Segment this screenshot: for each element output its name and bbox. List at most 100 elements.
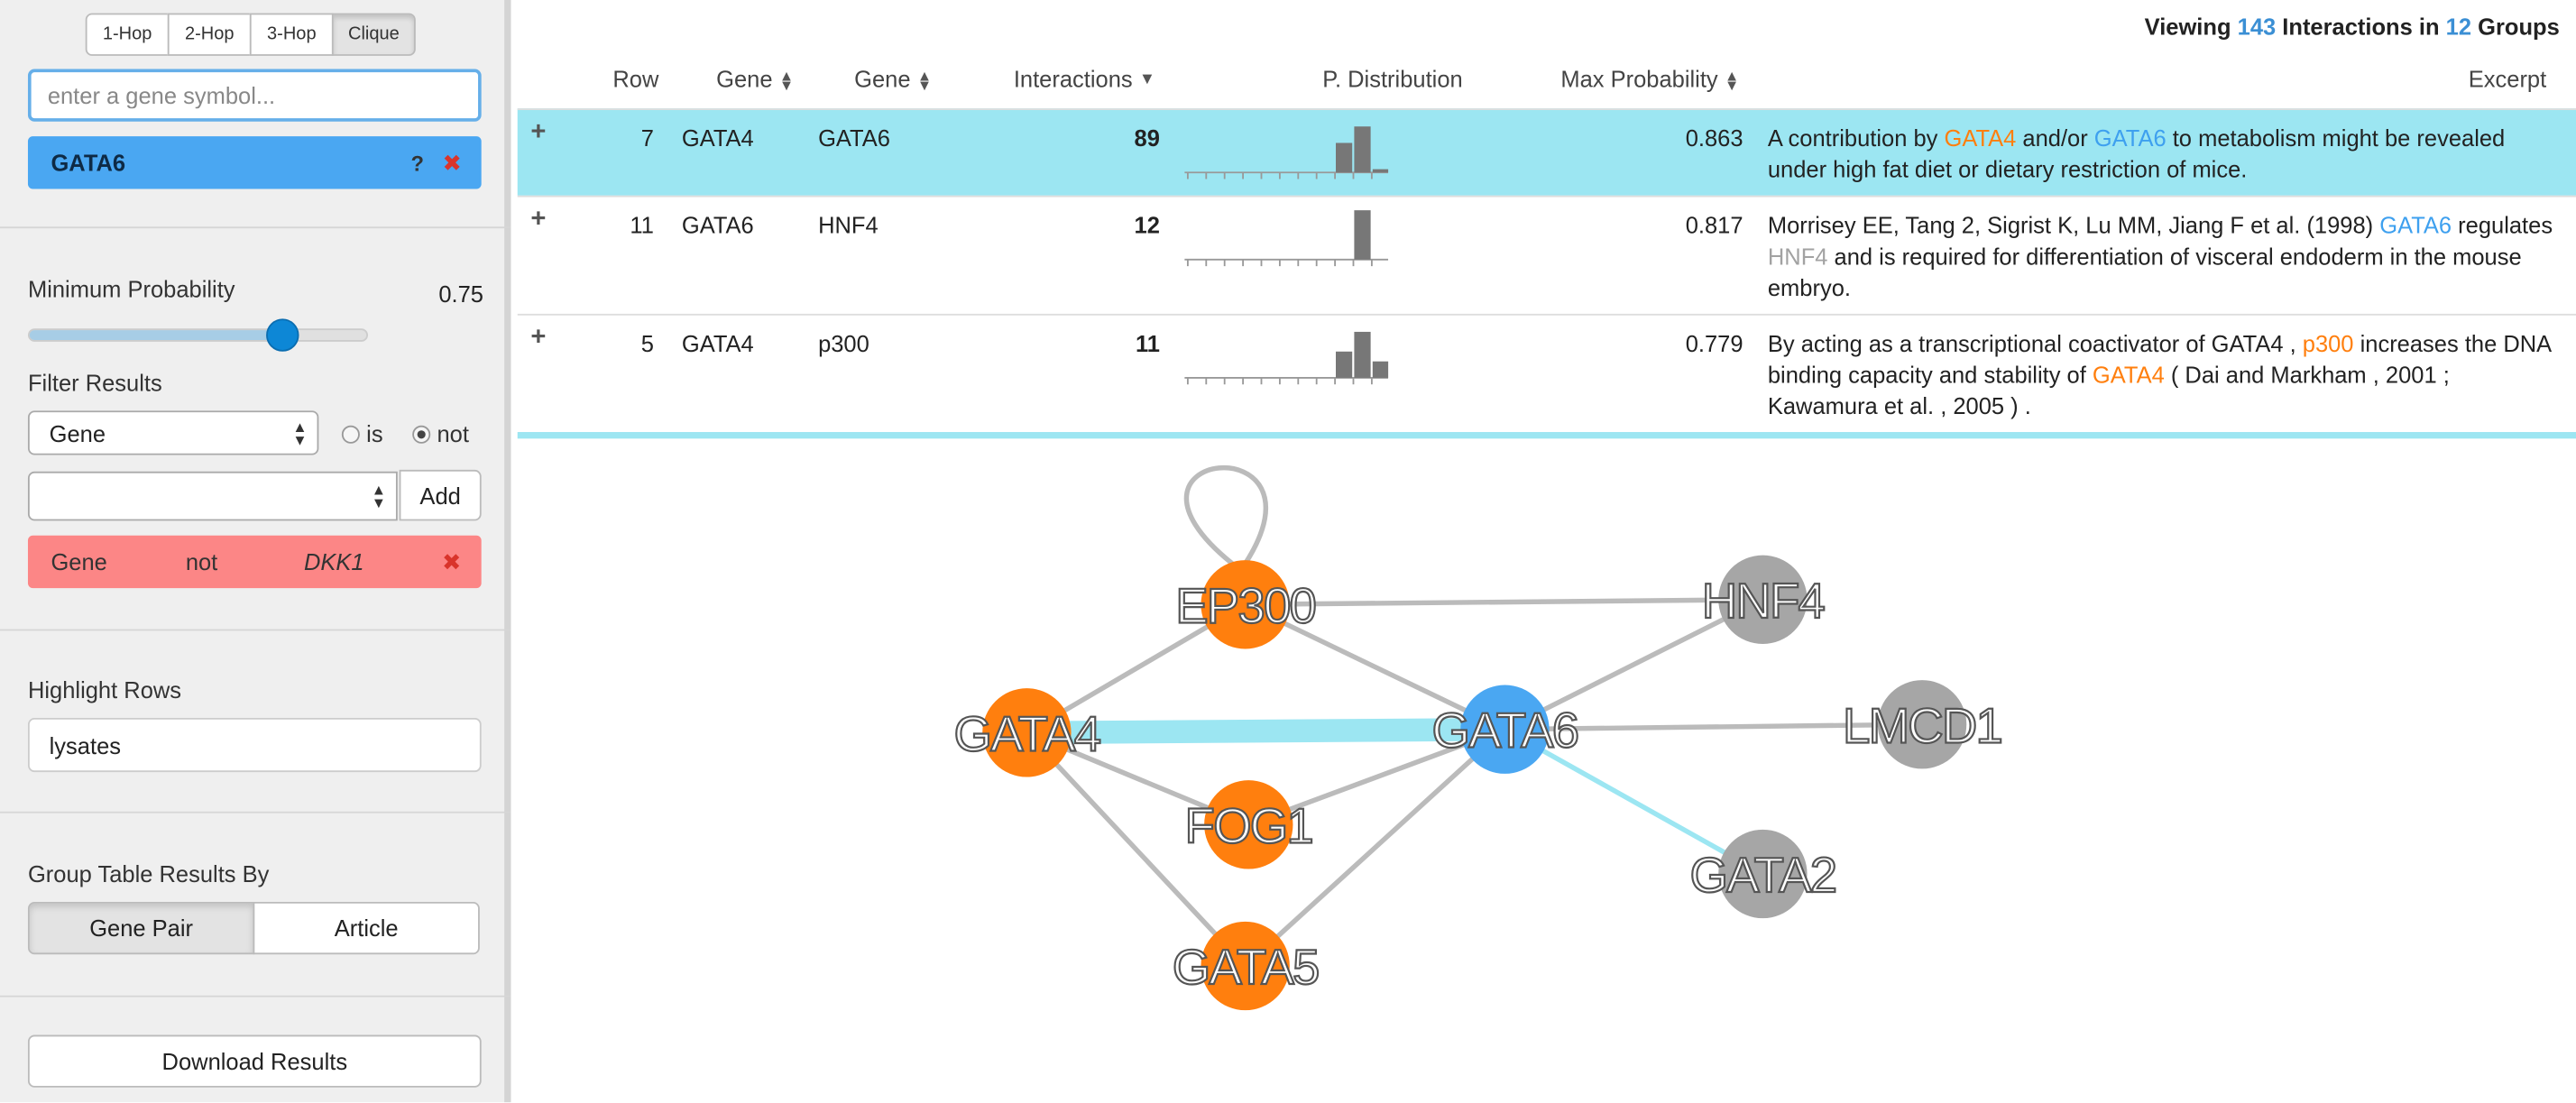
highlight-rows-value: lysates — [49, 731, 122, 758]
graph-node-gata4[interactable] — [982, 688, 1072, 777]
gene-search-input[interactable] — [27, 69, 482, 122]
selected-gene-chip: GATA6 ? ✖ — [27, 136, 482, 189]
expand-row-icon[interactable]: + — [530, 323, 547, 352]
excerpt-text: ( Dai and Markham , 2001 ; Kawamura et a… — [1767, 361, 2450, 419]
graph-edge[interactable] — [1244, 602, 1506, 732]
results-summary: Viewing 143 Interactions in 12 Groups — [2145, 14, 2560, 40]
gene1-cell: GATA4 — [681, 124, 754, 152]
graph-node-label: GATA5 — [1173, 940, 1319, 995]
graph-node-gata6[interactable] — [1460, 685, 1550, 774]
graph-node-label: EP300 — [1175, 578, 1315, 633]
filter-results-label: Filter Results — [27, 369, 162, 396]
highlight-section — [0, 630, 511, 813]
gene2-cell: HNF4 — [818, 211, 879, 239]
col-row[interactable]: Row — [612, 65, 659, 93]
excerpt-gene-mention: GATA6 — [2093, 124, 2167, 152]
excerpt-gene-mention: GATA6 — [2379, 211, 2452, 239]
excerpt-cell: By acting as a transcriptional coactivat… — [1768, 328, 2556, 422]
remove-filter-icon[interactable]: ✖ — [441, 548, 462, 575]
excerpt-text: and/or — [2016, 124, 2094, 152]
histogram-bar — [1372, 361, 1389, 378]
max-probability-cell: 0.779 — [1685, 330, 1743, 357]
active-filter-op: not — [185, 548, 218, 575]
excerpt-text: increases the DNA binding capacity and s… — [1767, 330, 2551, 388]
active-filter-chip: Gene not DKK1 ✖ — [27, 535, 482, 589]
group-by-article-button[interactable]: Article — [253, 901, 480, 955]
selected-gene-label: GATA6 — [51, 149, 126, 176]
expand-row-icon[interactable]: + — [530, 118, 547, 147]
graph-edge[interactable] — [1025, 731, 1247, 968]
graph-edge[interactable] — [1504, 722, 1923, 732]
help-icon[interactable]: ? — [410, 150, 424, 175]
group-by-gene-pair-button[interactable]: Gene Pair — [27, 901, 255, 955]
hop-3-button[interactable]: 3-Hop — [249, 13, 334, 56]
graph-node-label: HNF4 — [1702, 574, 1825, 629]
min-probability-label: Minimum Probability — [27, 276, 235, 303]
graph-edge[interactable] — [1245, 597, 1763, 608]
col-interactions[interactable]: Interactions▼ — [1013, 65, 1155, 93]
sort-icon: ▲▼ — [1724, 68, 1740, 95]
active-filter-value: DKK1 — [303, 548, 364, 575]
graph-node-hnf4[interactable] — [1718, 555, 1808, 645]
excerpt-text: By acting as a transcriptional coactivat… — [1767, 330, 2303, 357]
expand-row-icon[interactable]: + — [530, 205, 547, 234]
group-by-label: Group Table Results By — [27, 860, 270, 887]
interactions-cell: 12 — [1134, 211, 1160, 239]
hop-1-button[interactable]: 1-Hop — [85, 13, 170, 56]
graph-node-gata2[interactable] — [1718, 829, 1808, 919]
graph-node-label: GATA2 — [1689, 848, 1835, 903]
radio-not[interactable] — [412, 425, 431, 444]
gene1-cell: GATA4 — [681, 330, 754, 357]
graph-edge[interactable] — [1183, 464, 1269, 565]
clique-button[interactable]: Clique — [331, 13, 416, 56]
radio-is[interactable] — [341, 425, 360, 444]
graph-edge[interactable] — [1247, 727, 1506, 827]
probability-histogram — [1184, 210, 1389, 267]
download-results-button[interactable]: Download Results — [27, 1034, 482, 1088]
active-filter-field: Gene — [51, 548, 107, 575]
graph-node-lmcd1[interactable] — [1877, 680, 1967, 769]
histogram-bar — [1336, 351, 1353, 378]
highlight-rows-input[interactable]: lysates — [27, 717, 482, 773]
sidebar: 1-Hop 2-Hop 3-Hop Clique GATA6 ? ✖ Minim… — [0, 0, 511, 1103]
excerpt-gene-mention: GATA4 — [2092, 361, 2165, 388]
interactions-cell: 89 — [1134, 124, 1160, 152]
filter-field-value: Gene — [49, 419, 106, 446]
col-gene2[interactable]: Gene▲▼ — [854, 65, 933, 95]
col-max-probability[interactable]: Max Probability▲▼ — [1560, 65, 1740, 95]
remove-gene-icon[interactable]: ✖ — [442, 148, 462, 175]
interactions-cell: 11 — [1135, 330, 1160, 357]
excerpt-cell: A contribution by GATA4 and/or GATA6 to … — [1768, 124, 2556, 186]
excerpt-gene-mention: HNF4 — [1767, 243, 1828, 270]
main-panel: Viewing 143 Interactions in 12 Groups Ro… — [517, 0, 2576, 1102]
group-by-section — [0, 813, 511, 997]
highlight-rows-label: Highlight Rows — [27, 676, 182, 703]
filter-field-select[interactable]: Gene ▲▼ — [27, 410, 319, 455]
excerpt-text: regulates — [2452, 211, 2553, 239]
gene-query-section: 1-Hop 2-Hop 3-Hop Clique GATA6 ? ✖ — [0, 0, 511, 229]
hop-2-button[interactable]: 2-Hop — [167, 13, 252, 56]
add-filter-button[interactable]: Add — [399, 469, 482, 521]
graph-node-ep300[interactable] — [1201, 560, 1290, 649]
gene2-cell: GATA6 — [818, 124, 890, 152]
max-probability-cell: 0.817 — [1685, 211, 1743, 239]
col-gene1[interactable]: Gene▲▼ — [716, 65, 795, 95]
excerpt-text: A contribution by — [1767, 124, 1945, 152]
excerpt-text: and is required for differentiation of v… — [1767, 243, 2522, 301]
filter-value-select[interactable]: ▲▼ — [27, 471, 398, 521]
min-probability-slider[interactable] — [27, 318, 369, 352]
slider-handle[interactable] — [265, 318, 299, 352]
graph-edge[interactable] — [1504, 597, 1764, 732]
hop-mode-toggle: 1-Hop 2-Hop 3-Hop Clique — [85, 13, 416, 56]
summary-middle: Interactions in — [2282, 13, 2440, 40]
graph-edge[interactable] — [1504, 727, 1764, 877]
graph-node-fog1[interactable] — [1204, 780, 1293, 869]
graph-node-gata5[interactable] — [1201, 921, 1290, 1011]
graph-edge[interactable] — [1243, 727, 1507, 969]
max-probability-cell: 0.863 — [1685, 124, 1743, 152]
graph-edge[interactable] — [1026, 717, 1505, 745]
